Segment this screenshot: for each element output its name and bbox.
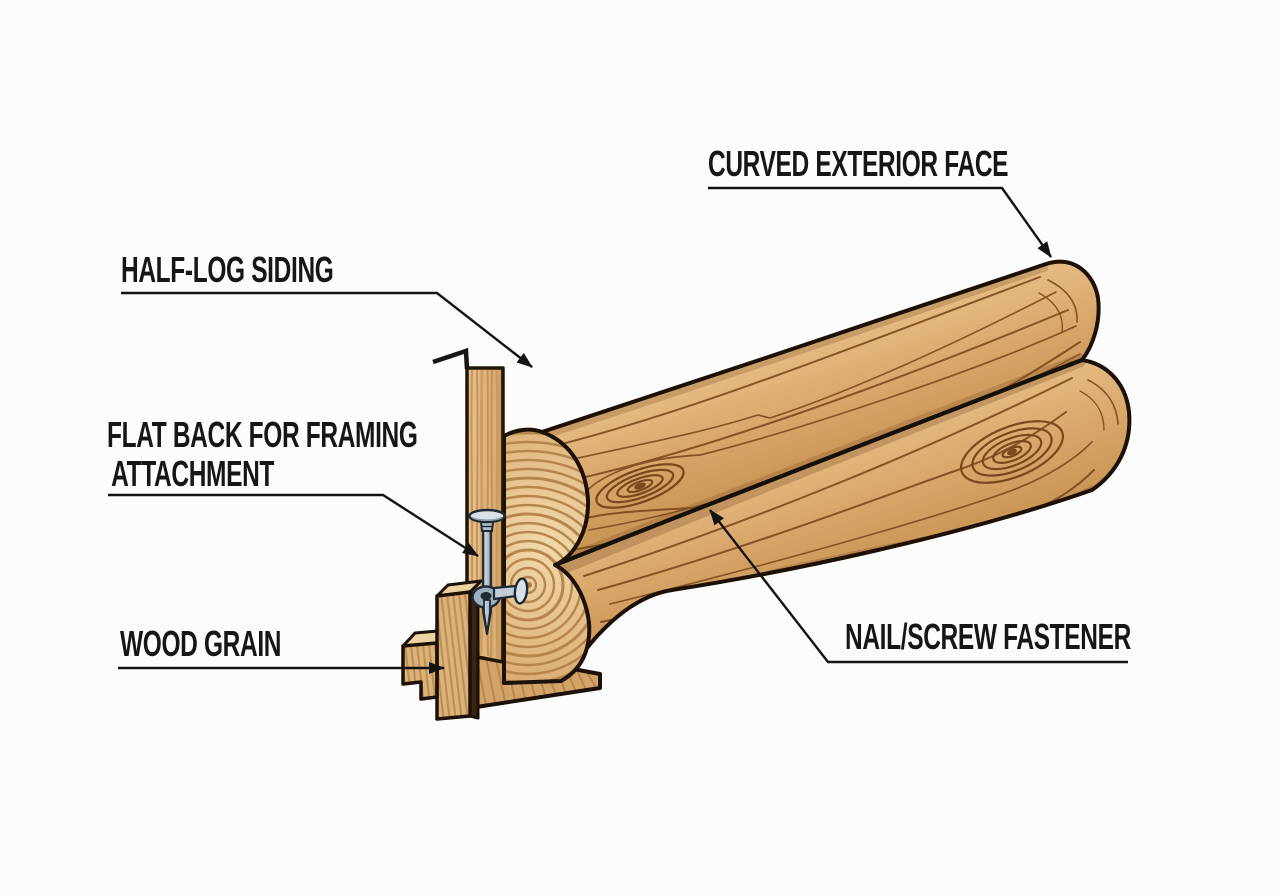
label-text-line2: ATTACHMENT bbox=[111, 453, 275, 494]
upper-log bbox=[540, 259, 1101, 568]
vertical-nail-tip bbox=[483, 599, 491, 634]
label-text: NAIL/SCREW FASTENER bbox=[845, 616, 1131, 657]
label-nail-screw-fastener: NAIL/SCREW FASTENER bbox=[845, 619, 1131, 655]
leader-lines bbox=[108, 186, 1128, 674]
label-wood-grain: WOOD GRAIN bbox=[120, 626, 281, 662]
label-text: WOOD GRAIN bbox=[120, 623, 282, 664]
label-curved-exterior-face: CURVED EXTERIOR FACE bbox=[708, 146, 1008, 182]
label-flat-back-for-framing-attachment: FLAT BACK FOR FRAMING ATTACHMENT bbox=[107, 417, 418, 492]
board-top-splinter bbox=[432, 347, 470, 370]
log-seam bbox=[552, 357, 1085, 568]
label-half-log-siding: HALF-LOG SIDING bbox=[121, 249, 334, 290]
horizontal-nail bbox=[492, 577, 529, 605]
end-grain-face bbox=[502, 427, 592, 685]
label-text-line1: FLAT BACK FOR FRAMING bbox=[107, 414, 418, 455]
label-text: HALF-LOG SIDING bbox=[121, 249, 334, 290]
nail-head bbox=[513, 577, 529, 605]
leader-half-log-siding bbox=[121, 291, 533, 368]
label-text: CURVED EXTERIOR FACE bbox=[708, 143, 1009, 184]
cross-cleat bbox=[401, 579, 483, 721]
leader-curved-exterior-face bbox=[708, 186, 1052, 258]
leader-nail-screw-fastener bbox=[709, 509, 1128, 664]
leader-flat-back bbox=[108, 493, 479, 558]
growth-rings bbox=[504, 429, 590, 683]
